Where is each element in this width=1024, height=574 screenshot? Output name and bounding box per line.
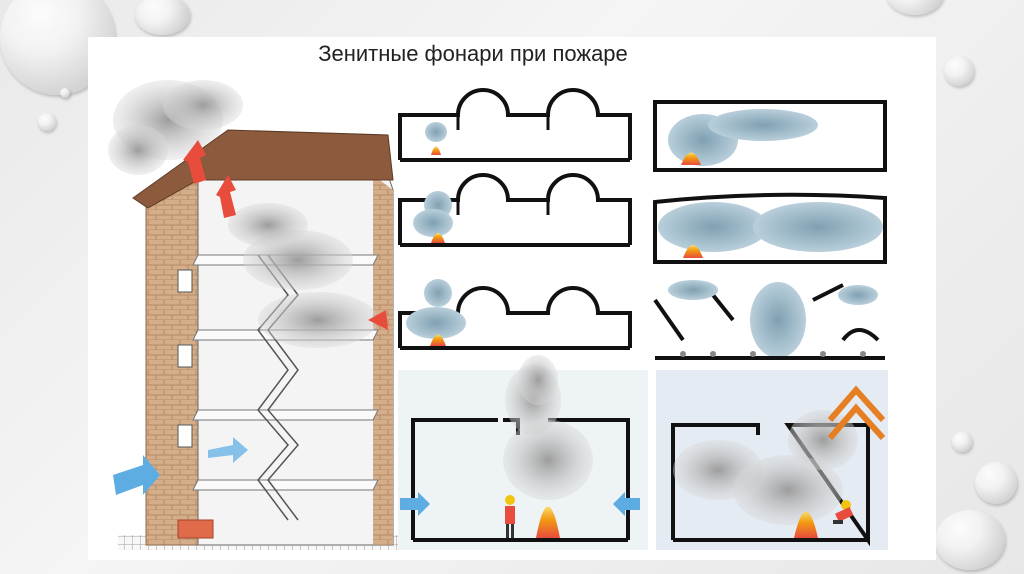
fire-icon [681,152,701,165]
skylight-diagram [398,173,632,247]
skylight-diagram [398,279,632,350]
water-drop-decoration [886,0,944,15]
air-inflow-arrow-icon [613,492,640,516]
chevron-up-icon [827,385,886,441]
water-drop-decoration [975,462,1017,504]
skylight-diagram-column-1 [398,88,632,350]
air-inflow-arrow-icon [400,492,430,516]
fire-icon [431,146,441,155]
flat-roof-diagram [653,100,887,172]
slide: Зенитные фонари при пожаре [88,37,936,560]
fire-icon [431,233,445,243]
firefighter-icon [505,495,515,538]
fire-icon [430,334,446,346]
slide-title: Зенитные фонари при пожаре [318,41,628,66]
collapsed-roof-diagram [653,280,885,360]
fire-skylight-illustration [108,80,888,555]
fire-icon [683,245,703,258]
large-room-diagram-right [656,370,888,550]
water-drop-decoration [60,88,70,98]
building-cutaway [108,80,398,550]
water-drop-decoration [135,0,190,35]
skylight-diagram [398,88,632,162]
firefighter-icon [833,500,854,524]
water-drop-decoration [944,56,974,86]
water-drop-decoration [38,113,56,131]
air-inflow-arrow-icon [113,437,248,495]
illustration-svg [108,80,888,550]
flat-roof-diagram [653,192,887,264]
fire-icon [536,506,560,538]
skylight-diagram-column-2 [653,100,887,360]
water-drop-decoration [952,432,972,452]
large-room-diagram-left [398,355,648,550]
smoke-exit-arrow-icon [183,140,388,330]
water-drop-decoration [935,510,1005,570]
fire-icon [794,511,818,538]
